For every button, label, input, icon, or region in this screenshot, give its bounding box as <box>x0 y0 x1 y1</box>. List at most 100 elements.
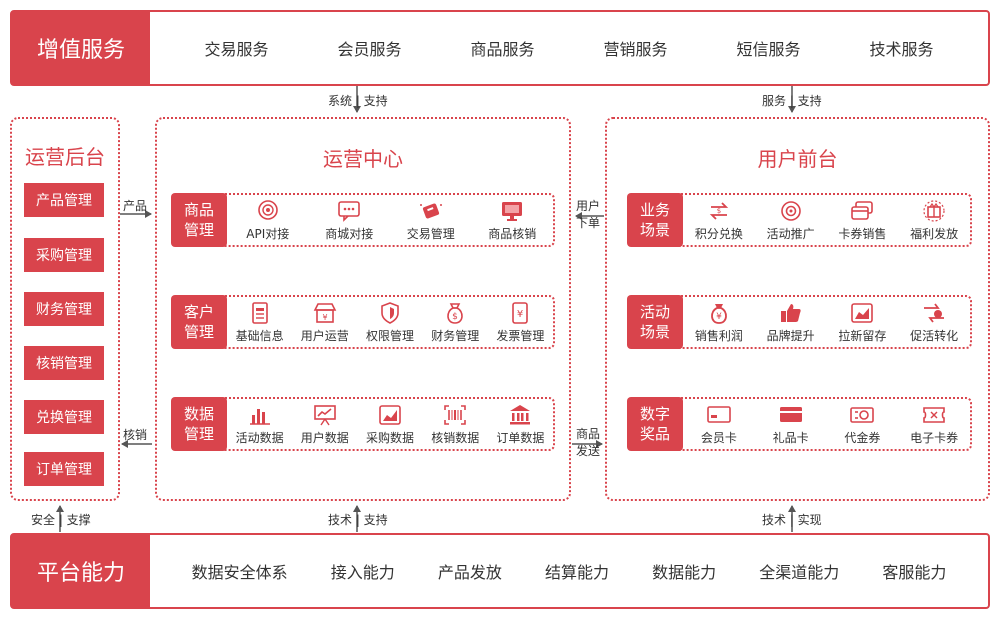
trade-management-item[interactable]: 交易管理 <box>396 199 466 242</box>
area-chart-icon <box>851 302 874 323</box>
svg-text:¥: ¥ <box>517 309 523 320</box>
trade-icon <box>419 203 442 218</box>
band-items: 交易服务 会员服务 商品服务 营销服务 短信服务 技术服务 <box>150 12 988 84</box>
panel-title: 运营后台 <box>25 145 105 169</box>
capability-item: 结算能力 <box>544 563 609 582</box>
api-icon <box>257 199 278 220</box>
bank-icon <box>510 404 531 424</box>
connector-label-security-support: 安全 | 支撑 <box>31 513 91 527</box>
connector-label-product: 产品 <box>123 199 148 213</box>
voucher-item[interactable]: 代金券 <box>827 403 897 446</box>
sales-profit-item[interactable]: ¥ 销售利润 <box>684 301 754 344</box>
group-tag: 数据管理 <box>171 397 227 451</box>
procurement-data-item[interactable]: 采购数据 <box>357 403 422 446</box>
invoice-management-item[interactable]: ¥ 发票管理 <box>488 301 553 344</box>
business-scenario-group: 业务场景 $ 积分兑换 活动推广 卡券销售 福利发放 <box>627 193 972 247</box>
money-bag-icon: ¥ <box>710 303 727 324</box>
svg-text:¥: ¥ <box>322 313 327 322</box>
capability-item: 全渠道能力 <box>759 563 840 582</box>
group-tag: 活动场景 <box>627 295 683 349</box>
coupon-sales-item[interactable]: 卡券销售 <box>827 199 897 242</box>
operations-backend-panel: 运营后台 产品管理 采购管理 财务管理 核销管理 兑换管理 订单管理 <box>10 117 120 501</box>
order-data-item[interactable]: 订单数据 <box>488 403 553 446</box>
exchange-management-button[interactable]: 兑换管理 <box>24 400 104 434</box>
finance-management-button[interactable]: 财务管理 <box>24 292 104 326</box>
invoice-icon: ¥ <box>512 301 529 324</box>
service-item: 会员服务 <box>337 40 402 59</box>
shield-icon <box>381 301 399 324</box>
member-card-icon <box>707 405 731 423</box>
product-verification-item[interactable]: 商品核销 <box>477 199 547 242</box>
product-management-button[interactable]: 产品管理 <box>24 183 104 217</box>
gift-icon <box>923 199 945 222</box>
order-management-button[interactable]: 订单管理 <box>24 452 104 486</box>
value-added-services-band: 增值服务 交易服务 会员服务 商品服务 营销服务 短信服务 技术服务 <box>10 10 990 86</box>
connector-label-verify: 核销 <box>123 428 148 442</box>
service-item: 商品服务 <box>470 40 535 59</box>
monitor-icon <box>502 201 523 221</box>
connector-label-user-order: 用户下单 <box>575 199 600 230</box>
basic-info-item[interactable]: 基础信息 <box>227 301 292 344</box>
mall-integration-item[interactable]: 商城对接 <box>314 199 384 242</box>
connector-label-tech-support: 技术 | 支持 <box>328 513 388 527</box>
product-management-group: 商品管理 API对接 商城对接 交易管理 商品核销 <box>171 193 555 247</box>
customer-management-group: 客户管理 基础信息 ¥ 用户运营 权限管理 $ 财务管理 ¥ 发票管理 <box>171 295 555 349</box>
user-data-item[interactable]: 用户数据 <box>292 403 357 446</box>
verification-data-item[interactable]: 核销数据 <box>423 403 488 446</box>
service-item: 交易服务 <box>204 40 269 59</box>
activity-scenario-group: 活动场景 ¥ 销售利润 品牌提升 拉新留存 促活转化 <box>627 295 972 349</box>
group-tag: 业务场景 <box>627 193 683 247</box>
svg-text:$: $ <box>717 207 721 215</box>
convert-icon <box>924 302 945 323</box>
doc-icon <box>251 301 268 324</box>
band-items: 数据安全体系 接入能力 产品发放 结算能力 数据能力 全渠道能力 客服能力 <box>150 535 988 607</box>
activity-promotion-item[interactable]: 活动推广 <box>756 199 826 242</box>
user-frontend-panel: 用户前台 业务场景 $ 积分兑换 活动推广 卡券销售 福利发放 活动场景 <box>605 117 990 501</box>
capability-item: 产品发放 <box>437 563 502 582</box>
member-card-item[interactable]: 会员卡 <box>684 403 754 446</box>
operations-center-panel: 运营中心 商品管理 API对接 商城对接 交易管理 商品核销 客户管理 <box>155 117 571 501</box>
permission-management-item[interactable]: 权限管理 <box>357 301 422 344</box>
chat-icon <box>338 200 361 222</box>
e-coupon-item[interactable]: 电子卡券 <box>899 403 969 446</box>
group-tag: 数字奖品 <box>627 397 683 451</box>
ecard-icon <box>923 406 945 423</box>
gift-card-icon <box>779 406 802 422</box>
capability-item: 数据安全体系 <box>191 563 288 582</box>
connector-label-service-support: 服务 | 支持 <box>762 94 822 108</box>
group-tag: 商品管理 <box>171 193 227 247</box>
data-management-group: 数据管理 活动数据 用户数据 采购数据 核销数据 订单数据 <box>171 397 555 451</box>
panel-title: 运营中心 <box>323 147 403 171</box>
area-chart-icon <box>379 404 401 425</box>
cards-icon <box>851 200 874 220</box>
brand-uplift-item[interactable]: 品牌提升 <box>756 301 826 344</box>
verification-management-button[interactable]: 核销管理 <box>24 346 104 380</box>
acquisition-retention-item[interactable]: 拉新留存 <box>827 301 897 344</box>
capability-item: 接入能力 <box>330 563 395 582</box>
bar-chart-icon <box>249 408 270 425</box>
capability-item: 数据能力 <box>652 563 717 582</box>
gift-card-item[interactable]: 礼品卡 <box>756 403 826 446</box>
platform-capability-band: 平台能力 数据安全体系 接入能力 产品发放 结算能力 数据能力 全渠道能力 客服… <box>10 533 990 609</box>
thumbs-up-icon <box>780 303 801 322</box>
user-operation-item[interactable]: ¥ 用户运营 <box>292 301 357 344</box>
points-exchange-item[interactable]: $ 积分兑换 <box>684 199 754 242</box>
connector-label-tech-implement: 技术 | 实现 <box>762 513 822 527</box>
digital-prize-group: 数字奖品 会员卡 礼品卡 代金券 电子卡券 <box>627 397 972 451</box>
welfare-distribution-item[interactable]: 福利发放 <box>899 199 969 242</box>
activation-conversion-item[interactable]: 促活转化 <box>899 301 969 344</box>
capability-item: 客服能力 <box>882 563 947 582</box>
api-integration-item[interactable]: API对接 <box>233 199 303 242</box>
store-icon: ¥ <box>313 302 337 323</box>
activity-data-item[interactable]: 活动数据 <box>227 403 292 446</box>
procurement-management-button[interactable]: 采购管理 <box>24 238 104 272</box>
exchange-icon: $ <box>709 201 729 220</box>
svg-text:¥: ¥ <box>716 312 722 322</box>
target-icon <box>780 200 801 221</box>
panel-title: 用户前台 <box>757 147 838 171</box>
finance-management-item[interactable]: $ 财务管理 <box>423 301 488 344</box>
band-title: 增值服务 <box>12 12 150 84</box>
group-tag: 客户管理 <box>171 295 227 349</box>
service-item: 技术服务 <box>869 40 934 59</box>
